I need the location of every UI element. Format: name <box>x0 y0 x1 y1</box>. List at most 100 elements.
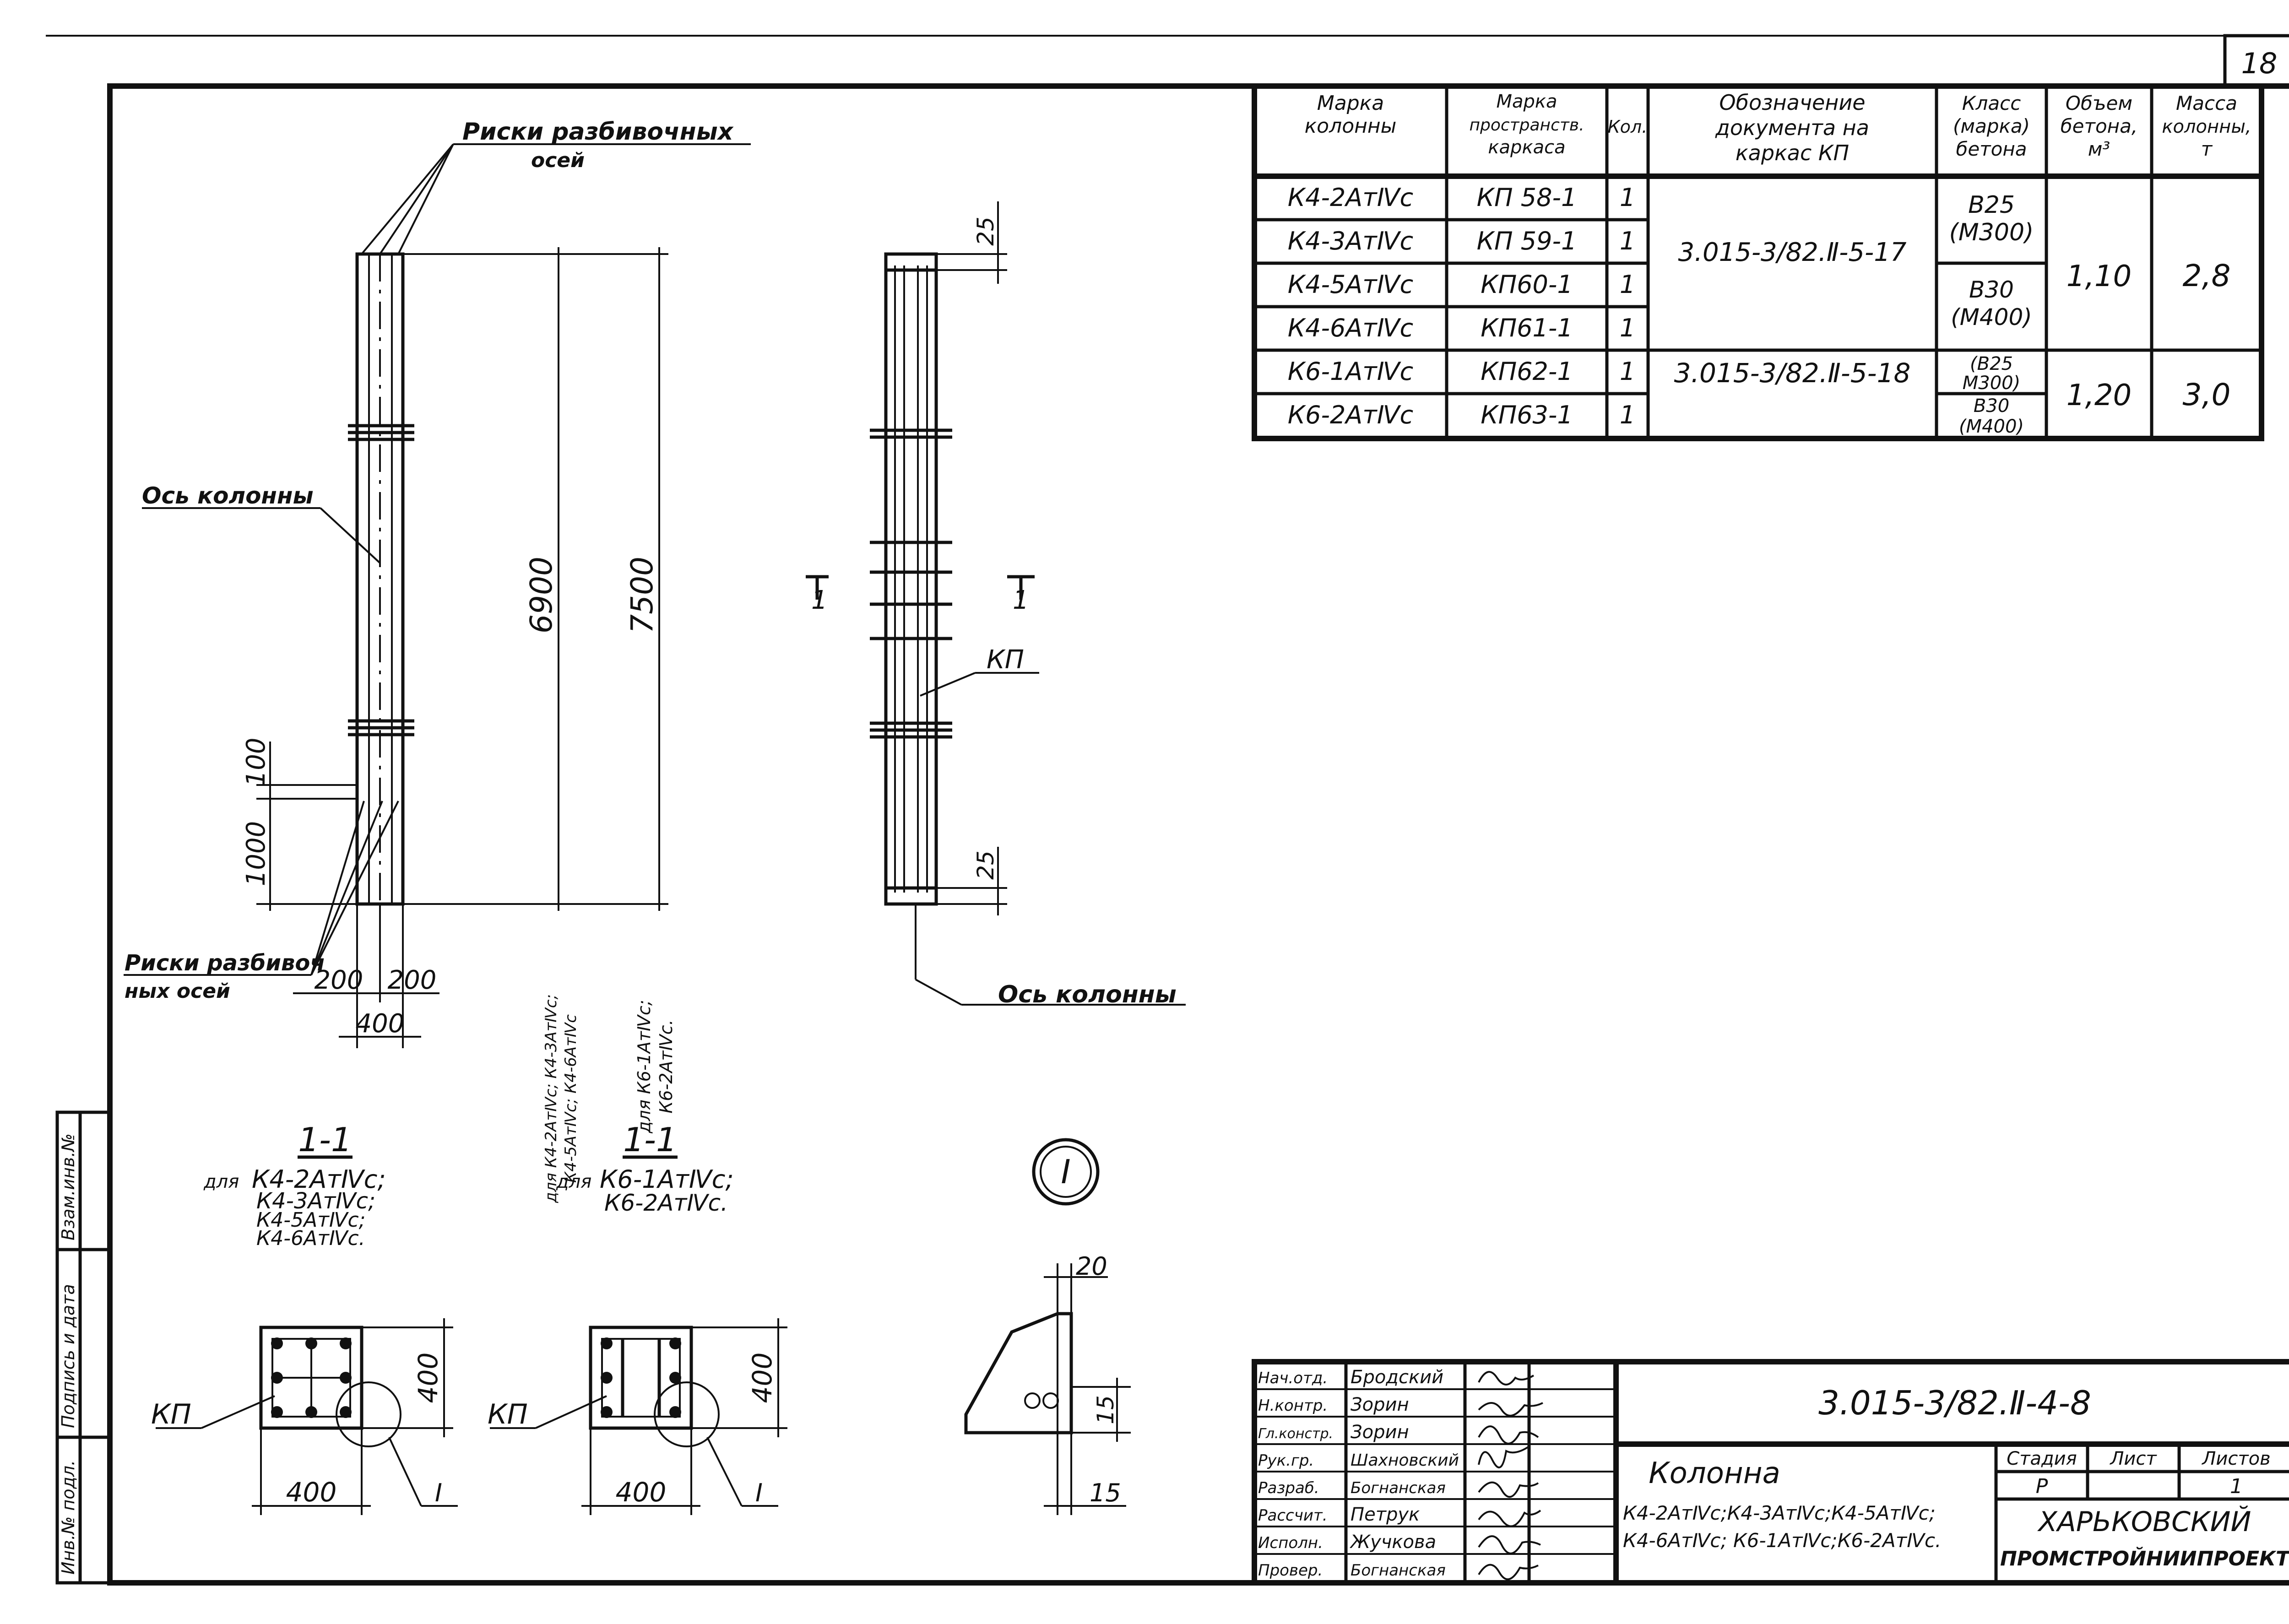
row3-cage: КП60-1 <box>1481 270 1573 299</box>
tb-role-7: Исполн. <box>1258 1534 1323 1552</box>
detail-dim-20: 20 <box>1076 1252 1107 1281</box>
volume-2: 1,20 <box>2067 379 2132 412</box>
tb-role-4: Рук.гр. <box>1258 1451 1314 1470</box>
stamp-inv-label: Инв.№ подл. <box>58 1460 78 1575</box>
section-b-dim-width: 400 <box>616 1477 667 1508</box>
tb-role-8: Провер. <box>1258 1561 1323 1580</box>
side-stamp: Инв.№ подл. Подпись и дата Взам.инв.№ <box>55 1110 112 1585</box>
th-col4-l3: каркас КП <box>1736 141 1849 165</box>
doc-ref-1: 3.015-3/82.Ⅱ-5-17 <box>1678 238 1907 267</box>
th-col1-l1: Марка <box>1317 92 1384 115</box>
section-a-dim-height: 400 <box>412 1353 444 1403</box>
row6-qty: 1 <box>1620 401 1635 429</box>
row4-qty: 1 <box>1620 314 1635 342</box>
dim-25-top: 25 <box>972 217 999 246</box>
class-4b: (М400) <box>1959 416 2024 437</box>
tb-stage-value: Р <box>2036 1475 2048 1498</box>
dim-7500: 7500 <box>624 557 660 633</box>
dim-200-left: 200 <box>315 965 363 995</box>
section-mark-left: 1 <box>811 585 828 615</box>
row1-qty: 1 <box>1620 183 1635 212</box>
dim-25-bottom: 25 <box>972 850 999 880</box>
th-col7-l1: Масса <box>2176 92 2237 114</box>
class-2a: В30 <box>1969 276 2014 303</box>
dim-200-right: 200 <box>388 965 437 995</box>
tb-role-3: Гл.констр. <box>1258 1426 1333 1442</box>
th-col6-l3: м³ <box>2088 138 2110 160</box>
tb-person-2: Зорин <box>1351 1394 1409 1415</box>
class-2b: (М400) <box>1951 304 2032 330</box>
th-col6-l1: Объем <box>2066 92 2132 114</box>
tb-person-8: Богнанская <box>1351 1561 1446 1580</box>
tb-role-6: Рассчит. <box>1258 1506 1328 1525</box>
note-group-1b: К4-5АтⅣс; К4-6АтⅣс <box>562 1014 580 1183</box>
th-col7-l2: колонны, <box>2162 116 2251 137</box>
detail-marker-text: I <box>1061 1153 1070 1191</box>
section-b-drawing <box>490 1318 787 1515</box>
section-a-dim-width: 400 <box>286 1477 337 1508</box>
tb-org-line2: ПРОМСТРОЙНИИПРОЕКТ <box>2000 1546 2289 1570</box>
row2-mark: К4-3АтⅣс <box>1288 227 1413 255</box>
row4-cage: КП61-1 <box>1481 314 1573 342</box>
row3-qty: 1 <box>1620 270 1635 299</box>
section-b-outline <box>589 1326 693 1430</box>
tb-doc-code: 3.015-3/82.Ⅱ-4-8 <box>1818 1384 2091 1422</box>
detail-i-outline <box>964 1312 1073 1435</box>
cage-outline <box>884 252 938 906</box>
section-a-line-1: К4-2АтⅣс; <box>252 1165 386 1194</box>
th-col7-l3: т <box>2201 138 2213 160</box>
row2-cage: КП 59-1 <box>1477 227 1577 255</box>
doc-ref-2: 3.015-3/82.Ⅱ-5-18 <box>1674 357 1911 389</box>
axis-ticks-top-line1: Риски разбивочных <box>462 118 734 146</box>
kp-section-b-label: КП <box>488 1398 528 1430</box>
tb-sheets-value: 1 <box>2230 1475 2243 1498</box>
section-b-prefix: для <box>556 1171 591 1192</box>
tb-sheets-label: Листов <box>2201 1448 2270 1469</box>
section-b-line-1: К6-1АтⅣс; <box>600 1165 734 1194</box>
volume-1: 1,10 <box>2067 260 2132 293</box>
th-col5-l2: (марка) <box>1953 115 2030 137</box>
column-elevation <box>124 143 751 1048</box>
row4-mark: К4-6АтⅣс <box>1288 314 1413 342</box>
note-group-2: для К6-1АтⅣс; <box>634 1000 654 1133</box>
axis-ticks-bottom-line1: Риски разбивоч <box>125 950 325 976</box>
th-col5-l3: бетона <box>1956 138 2027 160</box>
detail-dim-15-horizontal: 15 <box>1090 1478 1121 1507</box>
axis-ticks-bottom-line2: ных осей <box>125 980 230 1003</box>
stamp-sign-label: Подпись и дата <box>58 1284 78 1428</box>
tb-role-5: Разраб. <box>1258 1479 1319 1497</box>
row1-cage: КП 58-1 <box>1477 183 1577 212</box>
title-block <box>1252 1359 2289 1586</box>
th-col5-l1: Класс <box>1962 92 2021 114</box>
th-col4-l2: документа на <box>1715 115 1869 140</box>
detail-dim-15-vertical: 15 <box>1092 1395 1119 1424</box>
tb-person-5: Богнанская <box>1351 1479 1446 1497</box>
section-b-heading: 1-1 для К6-1АтⅣс; К6-2АтⅣс. <box>556 1121 734 1216</box>
detail-mark-section-b: I <box>755 1478 763 1507</box>
row1-mark: К4-2АтⅣс <box>1288 183 1413 212</box>
note-group-1: для К4-2АтⅣс; К4-3АтⅣс; <box>542 994 560 1203</box>
section-a-line-2: К4-3АтⅣс; <box>256 1188 375 1214</box>
section-a-line-4: К4-6АтⅣс. <box>256 1227 365 1250</box>
row6-mark: К6-2АтⅣс <box>1288 401 1413 429</box>
spec-table <box>1252 83 2264 441</box>
section-a-title: 1-1 <box>298 1121 352 1159</box>
detail-marker <box>1032 1138 1100 1206</box>
th-col4-l1: Обозначение <box>1719 90 1865 115</box>
class-1a: В25 <box>1968 191 2015 219</box>
detail-mark-section-a: I <box>435 1478 442 1507</box>
tb-name-line1: К4-2АтⅣс;К4-3АтⅣс;К4-5АтⅣс; <box>1623 1502 1936 1524</box>
row6-cage: КП63-1 <box>1481 401 1573 429</box>
th-col2-l1: Марка <box>1496 91 1557 112</box>
dim-100: 100 <box>241 738 271 787</box>
mass-2: 3,0 <box>2183 377 2231 412</box>
tb-org-line1: ХАРЬКОВСКИЙ <box>2037 1505 2251 1538</box>
sheet-number: 18 <box>2241 47 2278 80</box>
th-col3-l1: Кол. <box>1608 117 1648 137</box>
detail-i-drawing <box>964 1263 1131 1515</box>
section-a-line-3: К4-5АтⅣс; <box>256 1208 365 1232</box>
dim-400: 400 <box>356 1009 405 1039</box>
tb-person-6: Петрук <box>1351 1504 1420 1525</box>
section-a-drawing <box>156 1318 458 1515</box>
cage-elevation <box>806 201 1186 1006</box>
